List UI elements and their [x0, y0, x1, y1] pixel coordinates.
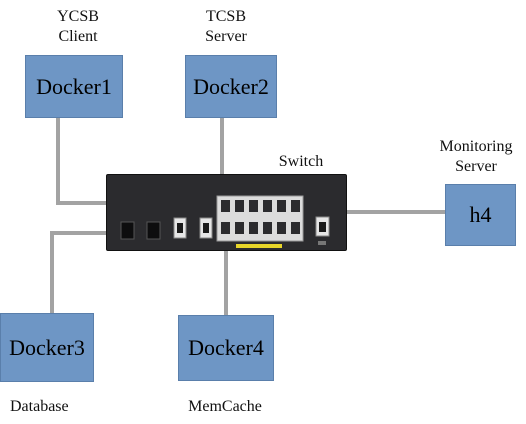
docker3-caption: Database: [10, 397, 94, 417]
docker3-node[interactable]: Docker3: [0, 313, 94, 382]
h4-caption-line-1: Monitoring: [439, 138, 513, 155]
docker2-caption: TCSB Server: [186, 7, 266, 47]
docker1-caption-line-1: YCSB: [57, 8, 99, 25]
docker2-caption-line-2: Server: [205, 28, 247, 45]
docker1-caption-line-2: Client: [58, 28, 98, 45]
docker3-label: Docker3: [9, 334, 85, 360]
docker2-node[interactable]: Docker2: [185, 55, 277, 118]
docker3-caption-line-1: Database: [10, 398, 69, 415]
switch-label: Switch: [266, 152, 336, 172]
docker1-label: Docker1: [36, 73, 112, 99]
docker4-label: Docker4: [188, 335, 264, 360]
docker2-caption-line-1: TCSB: [205, 8, 246, 25]
docker2-label: Docker2: [193, 73, 269, 99]
network-switch-icon[interactable]: [106, 174, 347, 251]
docker1-caption: YCSB Client: [38, 7, 118, 47]
switch-label-text: Switch: [278, 153, 324, 170]
h4-label: h4: [469, 202, 492, 227]
h4-node[interactable]: h4: [445, 184, 516, 246]
switch-ports-graphic: [120, 195, 330, 248]
h4-caption: Monitoring Server: [428, 137, 524, 177]
link-docker1-switch: [56, 118, 107, 205]
docker1-node[interactable]: Docker1: [25, 55, 123, 118]
docker4-caption: MemCache: [170, 397, 280, 417]
docker4-node[interactable]: Docker4: [178, 315, 274, 381]
link-docker3-switch: [50, 231, 107, 313]
h4-caption-line-2: Server: [455, 158, 497, 175]
docker4-caption-line-1: MemCache: [188, 398, 262, 415]
